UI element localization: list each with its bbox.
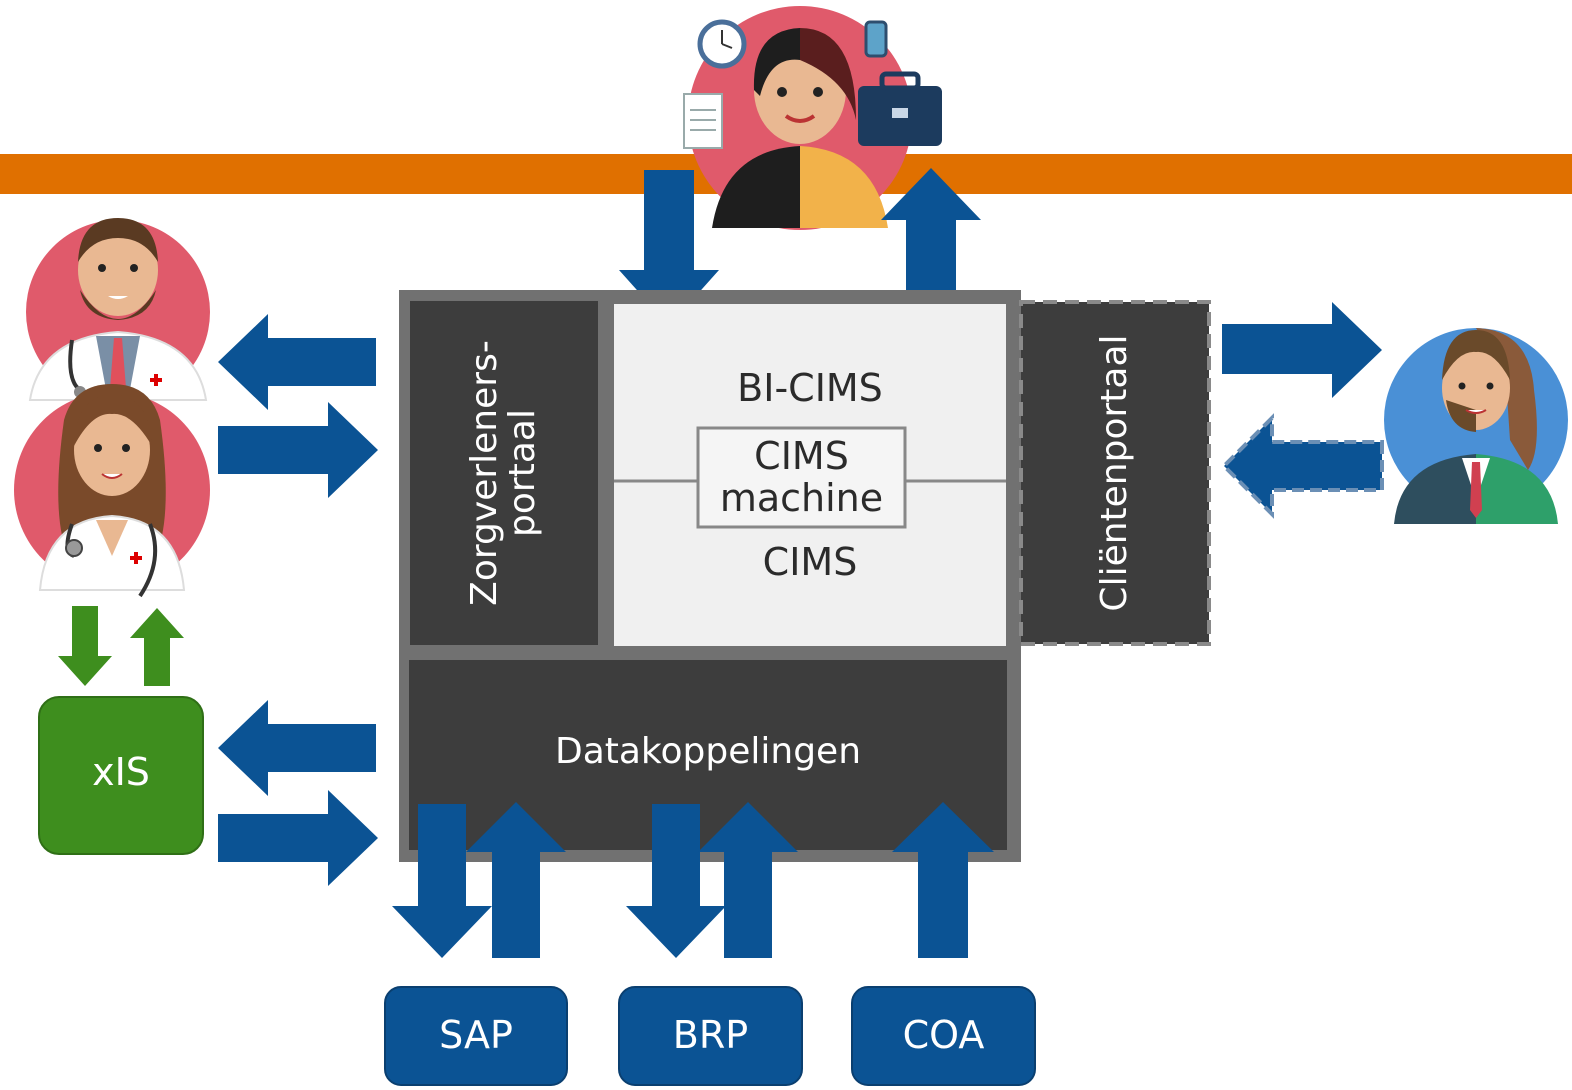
bi-cims-label: BI-CIMS	[737, 366, 883, 411]
cims-machine-label: CIMS machine	[698, 428, 905, 527]
zorgverleners-label-line2: portaal	[502, 409, 543, 537]
clientenportaal-label: Cliëntenportaal	[1090, 302, 1140, 644]
cims-machine-line1: CIMS	[754, 434, 849, 479]
female-doctor-icon	[14, 384, 210, 598]
arrow-client-to-portal-dashed	[1221, 413, 1384, 519]
arrow-portal-to-doctors	[218, 314, 376, 410]
brp-box	[618, 986, 803, 1086]
sap-label: SAP	[439, 1013, 513, 1058]
arrow-doctors-to-portal	[218, 402, 378, 498]
arrow-xis-to-doctor	[130, 608, 184, 686]
arrow-sap-to-core	[466, 802, 566, 958]
arrow-up-from-core	[881, 168, 981, 326]
arrow-coa-to-core	[892, 802, 994, 958]
brp-label: BRP	[672, 1013, 749, 1058]
arrow-core-to-brp	[626, 804, 726, 958]
cims-machine-line2: machine	[719, 475, 884, 520]
clientenportaal-text: Cliëntenportaal	[1094, 334, 1136, 612]
zorgverleners-portal-label: Zorgverleners- portaal	[458, 301, 550, 645]
arrow-datalinks-to-xis	[218, 700, 376, 796]
arrow-core-to-sap	[392, 804, 492, 958]
xis-box	[38, 696, 204, 855]
arrow-brp-to-core	[698, 802, 798, 958]
client-person-icon	[1384, 328, 1568, 524]
datakoppelingen-label: Datakoppelingen	[554, 730, 862, 772]
cims-machine-box	[696, 426, 907, 529]
cims-label: CIMS	[762, 540, 858, 585]
zorgverleners-label-line1: Zorgverleners-	[464, 340, 506, 606]
zorgverleners-panel	[410, 301, 598, 645]
male-doctor-icon	[26, 218, 210, 404]
arrow-doctor-to-xis	[58, 606, 112, 686]
clientenportaal-panel	[1019, 300, 1211, 646]
businessperson-icon	[683, 6, 942, 230]
arrow-portal-to-client	[1222, 302, 1382, 398]
coa-label: COA	[902, 1013, 985, 1058]
xis-label: xIS	[92, 750, 150, 795]
arrow-down-to-core	[619, 170, 719, 326]
arrow-xis-to-datalinks	[218, 790, 378, 886]
sap-box	[384, 986, 568, 1086]
coa-box	[851, 986, 1036, 1086]
